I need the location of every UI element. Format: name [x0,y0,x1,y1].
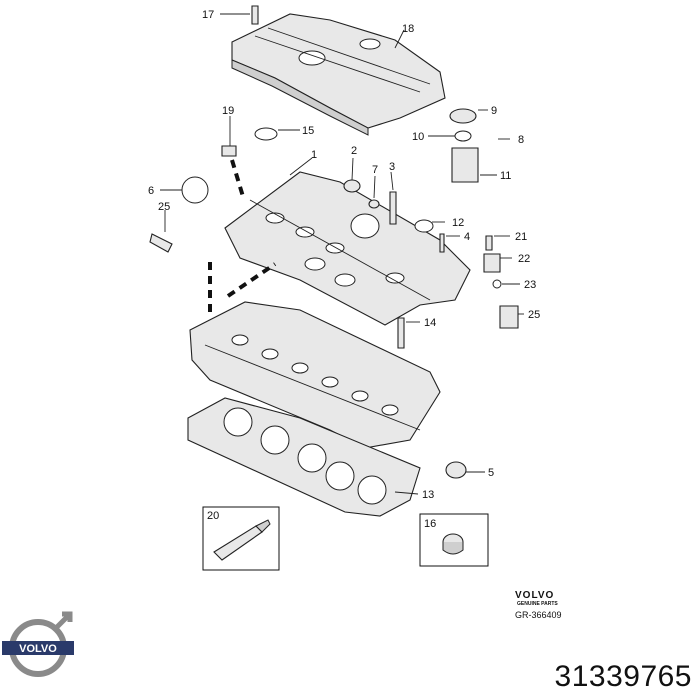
callout-10: 10 [412,131,424,143]
callout-5: 5 [488,467,494,479]
callout-7: 7 [372,164,378,176]
plug-5 [445,461,467,479]
callout-3: 3 [389,161,395,173]
callout-1: 1 [311,149,317,161]
seal-ring-15 [254,127,278,141]
callout-labels: 17 18 9 19 15 10 8 1 2 7 3 11 6 25 12 4 … [148,9,540,501]
sealant-paths [208,159,277,312]
bolt-17 [251,5,259,25]
seal-ring-6 [181,176,209,204]
callout-25-left: 25 [158,201,170,213]
sensor-25-right [499,305,519,329]
camshaft-cover [224,171,471,326]
leader-lines [160,13,524,495]
head-gasket [187,397,421,517]
callout-6: 6 [148,185,154,197]
callout-23: 23 [524,279,536,291]
clip-19 [221,145,237,157]
callout-17: 17 [202,9,214,21]
oil-filler-cap-9 [449,108,477,124]
sensor-25-left [149,233,173,253]
callout-12: 12 [452,217,464,229]
pin-4 [439,233,445,253]
small-parts [149,5,519,479]
callout-25-right: 25 [528,309,540,321]
o-ring-10 [454,130,472,142]
brand-name: VOLVO [515,590,555,601]
washer-7 [368,199,380,209]
box-plug: 16 [419,513,489,567]
filler-neck-11 [451,147,479,183]
part-number: 31339765 [554,660,692,693]
callout-14: 14 [424,317,436,329]
callout-20: 20 [207,510,219,522]
callout-18: 18 [402,23,414,35]
callout-11: 11 [500,170,511,182]
plug-2 [343,179,361,193]
bolt-21 [485,235,493,251]
callout-16: 16 [424,518,436,530]
bolt-14 [397,317,405,349]
valve-cover [231,13,446,136]
callout-21: 21 [515,231,527,243]
bolt-3 [389,191,397,225]
volvo-logo-icon: VOLVO [2,611,74,677]
callout-19: 19 [222,105,234,117]
genuine-parts-label: GENUINE PARTS [517,601,558,607]
callout-8: 8 [518,134,524,146]
logo-text: VOLVO [19,643,57,655]
callout-9: 9 [491,105,497,117]
callout-4: 4 [464,231,470,243]
diagram-reference: GR-366409 [515,610,562,620]
callout-13: 13 [422,489,434,501]
o-ring-23 [492,279,502,289]
cylinder-head [189,301,441,449]
sensor-22 [483,253,501,273]
callout-22: 22 [518,253,530,265]
box-sealant: 20 [202,506,280,571]
seal-12 [414,219,434,233]
callout-15: 15 [302,125,314,137]
callout-2: 2 [351,145,357,157]
